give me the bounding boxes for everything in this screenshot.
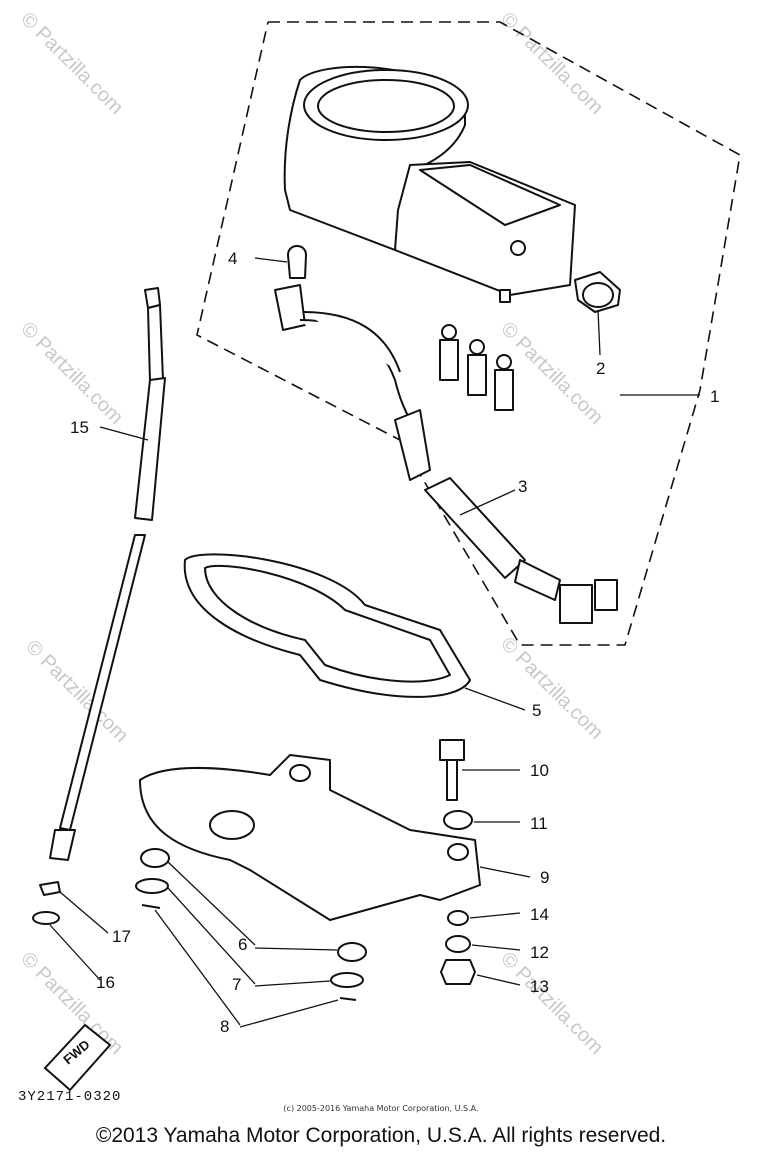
small-copyright: (c) 2005-2016 Yamaha Motor Corporation, …	[283, 1104, 479, 1113]
callout-10: 10	[530, 761, 549, 780]
washer-11	[443, 810, 473, 830]
assembly-boundary	[196, 21, 741, 646]
callout-5: 5	[532, 701, 541, 720]
speedometer-cable	[49, 287, 166, 861]
bulb	[287, 245, 307, 279]
pin-8a	[141, 904, 161, 909]
grommet-6b	[337, 942, 367, 962]
callout-labels: 1 2 3 4 5 6 7 8 9 10 11 12 13 14 15 16 1…	[70, 249, 719, 1036]
callout-9: 9	[540, 868, 549, 887]
trip-knob	[574, 271, 621, 313]
callout-17: 17	[112, 927, 131, 946]
callout-6: 6	[238, 935, 247, 954]
clip-17	[39, 881, 61, 896]
clip-16	[32, 911, 60, 925]
watermark-8: © Partzilla.com	[496, 948, 607, 1059]
collar-7b	[330, 972, 364, 988]
meter-assembly	[283, 65, 576, 303]
watermark-6: © Partzilla.com	[496, 633, 607, 744]
callout-7a: 7	[232, 975, 241, 994]
collar-7a	[135, 878, 169, 894]
hardware	[32, 739, 476, 1001]
callout-15: 15	[70, 418, 89, 437]
grommet-6a	[140, 848, 170, 868]
callout-4: 4	[228, 249, 237, 268]
callout-3: 3	[518, 477, 527, 496]
callout-13: 13	[530, 977, 549, 996]
callout-11: 11	[530, 814, 548, 833]
washer-12	[445, 935, 471, 953]
copyright-notice: ©2013 Yamaha Motor Corporation, U.S.A. A…	[95, 1124, 667, 1147]
callout-12: 12	[530, 943, 549, 962]
wire-harness	[274, 284, 618, 624]
meter-gasket	[183, 553, 471, 698]
callout-1: 1	[710, 387, 719, 406]
watermark-3: © Partzilla.com	[16, 318, 127, 429]
watermark-1: © Partzilla.com	[16, 8, 127, 119]
washer-14	[447, 910, 469, 926]
callout-14: 14	[530, 905, 549, 924]
watermark-2: © Partzilla.com	[496, 8, 607, 119]
nut-13	[440, 959, 476, 985]
meter-bracket	[139, 754, 481, 921]
diagram-code: 3Y2171-0320	[18, 1089, 121, 1105]
callout-2: 2	[596, 359, 605, 378]
bolt-shank	[446, 759, 458, 801]
callout-16: 16	[96, 973, 115, 992]
bolt-head	[439, 739, 465, 761]
pin-8b	[339, 997, 357, 1001]
callout-8: 8	[220, 1017, 229, 1036]
leader-lines	[49, 257, 700, 1028]
